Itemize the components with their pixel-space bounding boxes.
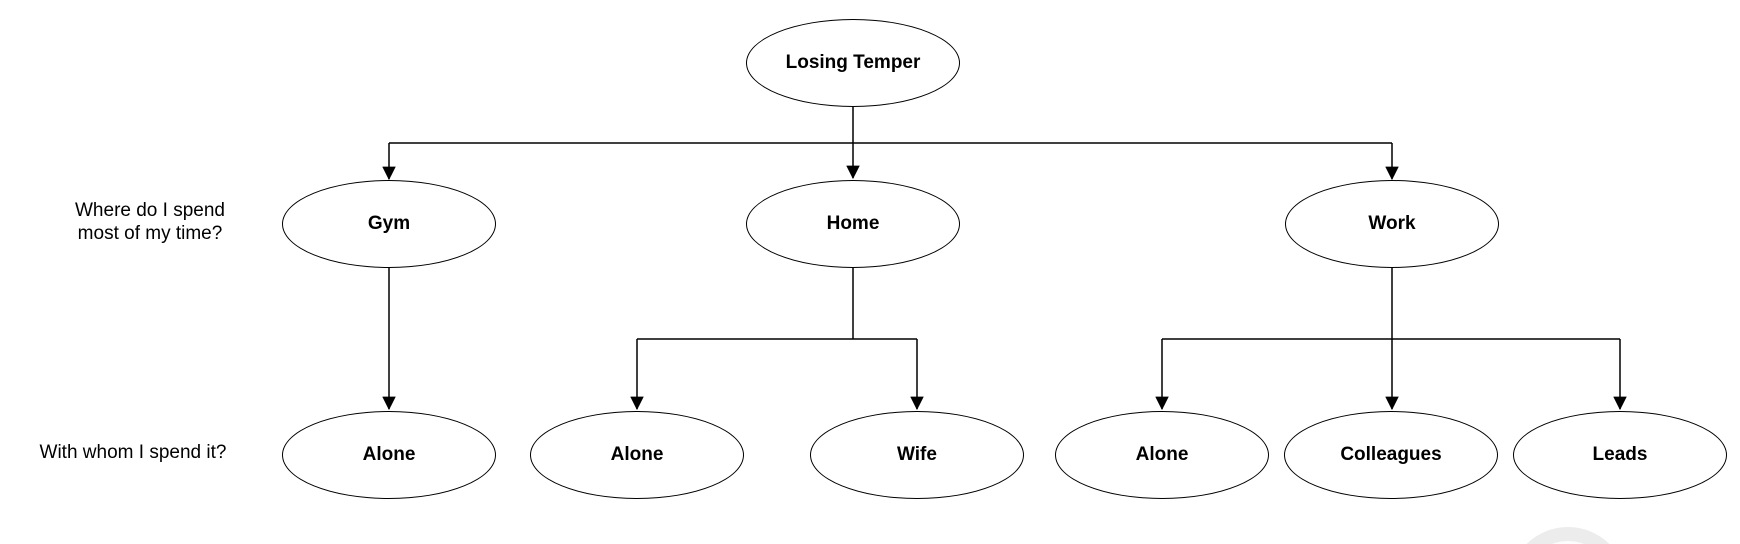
node-gym-label: Gym (367, 213, 411, 234)
node-home[interactable]: Home (746, 180, 960, 268)
node-colleagues[interactable]: Colleagues (1284, 411, 1498, 499)
node-alone-gym[interactable]: Alone (282, 411, 496, 499)
node-wife-label: Wife (897, 444, 937, 465)
node-gym[interactable]: Gym (282, 180, 496, 268)
question-level1-line1: Where do I spend (75, 200, 225, 221)
node-leads-label: Leads (1592, 444, 1648, 465)
node-colleagues-label: Colleagues (1340, 444, 1442, 465)
node-alone-gym-label: Alone (362, 444, 416, 465)
node-wife[interactable]: Wife (810, 411, 1024, 499)
question-level2: With whom I spend it? (23, 441, 243, 464)
question-level2-text: With whom I spend it? (39, 442, 227, 463)
question-level1-line2: most of my time? (77, 223, 223, 244)
node-losing-temper[interactable]: Losing Temper (746, 19, 960, 107)
watermark-circle-icon (1526, 527, 1610, 544)
node-alone-home-label: Alone (610, 444, 664, 465)
node-alone-home[interactable]: Alone (530, 411, 744, 499)
node-leads[interactable]: Leads (1513, 411, 1727, 499)
question-level1: Where do I spend most of my time? (30, 199, 270, 245)
node-work[interactable]: Work (1285, 180, 1499, 268)
node-home-label: Home (826, 213, 880, 234)
node-work-label: Work (1368, 213, 1416, 234)
node-alone-work-label: Alone (1135, 444, 1189, 465)
node-alone-work[interactable]: Alone (1055, 411, 1269, 499)
node-losing-temper-label: Losing Temper (785, 52, 921, 73)
